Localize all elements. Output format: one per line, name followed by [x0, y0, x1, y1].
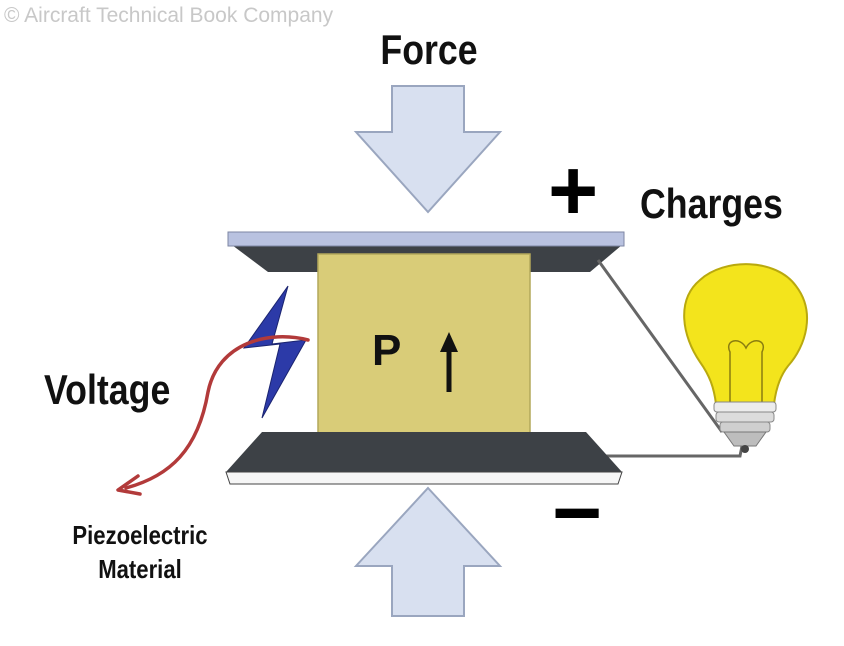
material-label-line1: Piezoelectric — [72, 520, 208, 550]
voltage-label: Voltage — [44, 366, 171, 413]
lightning-bolt-icon — [242, 285, 307, 419]
force-label: Force — [380, 26, 478, 73]
polarization-label: P — [372, 326, 402, 375]
copyright-watermark: © Aircraft Technical Book Company — [4, 4, 334, 27]
light-bulb-icon — [683, 263, 809, 453]
minus-sign: − — [552, 465, 603, 561]
wire-bottom — [600, 445, 744, 458]
bottom-plate-edge — [225, 471, 623, 485]
piezoelectric-block — [317, 253, 531, 465]
material-label: Piezoelectric Material — [55, 518, 225, 586]
top-plate — [227, 231, 625, 247]
force-arrow-down — [353, 85, 503, 214]
polarization-arrow-icon — [440, 332, 458, 392]
voltage-curve-arrow — [116, 335, 310, 496]
plus-sign: + — [548, 143, 599, 239]
material-label-line2: Material — [98, 554, 182, 584]
force-arrow-up — [353, 486, 503, 617]
bottom-plate-top — [226, 432, 622, 472]
wire-top — [596, 259, 724, 433]
charges-label: Charges — [640, 180, 783, 227]
